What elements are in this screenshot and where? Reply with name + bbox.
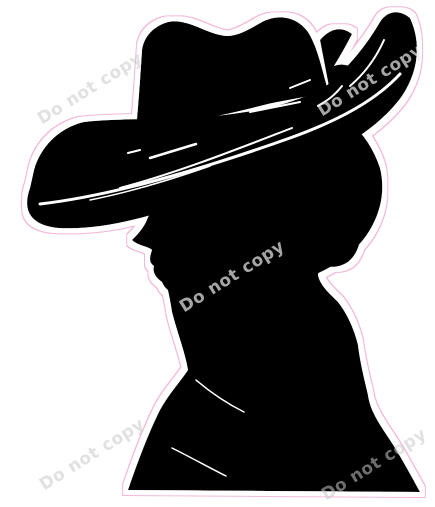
brim-highlight-6 bbox=[317, 85, 343, 107]
brim-highlight-9 bbox=[89, 165, 211, 201]
collar-line-2 bbox=[171, 447, 227, 477]
collar-line-1 bbox=[195, 379, 245, 413]
brim-highlight-2 bbox=[119, 127, 293, 189]
collar-lines bbox=[171, 379, 245, 477]
brim-highlights bbox=[38, 39, 402, 206]
brim-highlight-1 bbox=[38, 72, 402, 206]
brim-highlight-7 bbox=[349, 39, 385, 87]
brim-highlight-4 bbox=[127, 149, 141, 154]
hat-brim bbox=[27, 12, 417, 229]
brim-highlight-8 bbox=[289, 79, 311, 89]
brim-highlight-3 bbox=[148, 142, 198, 160]
silhouette-group bbox=[27, 12, 420, 492]
hair-bun bbox=[307, 209, 361, 267]
brim-highlight-5 bbox=[249, 101, 301, 113]
hair-wisp bbox=[350, 150, 370, 192]
hat-crown bbox=[136, 17, 328, 131]
hat-feathers bbox=[320, 29, 360, 92]
